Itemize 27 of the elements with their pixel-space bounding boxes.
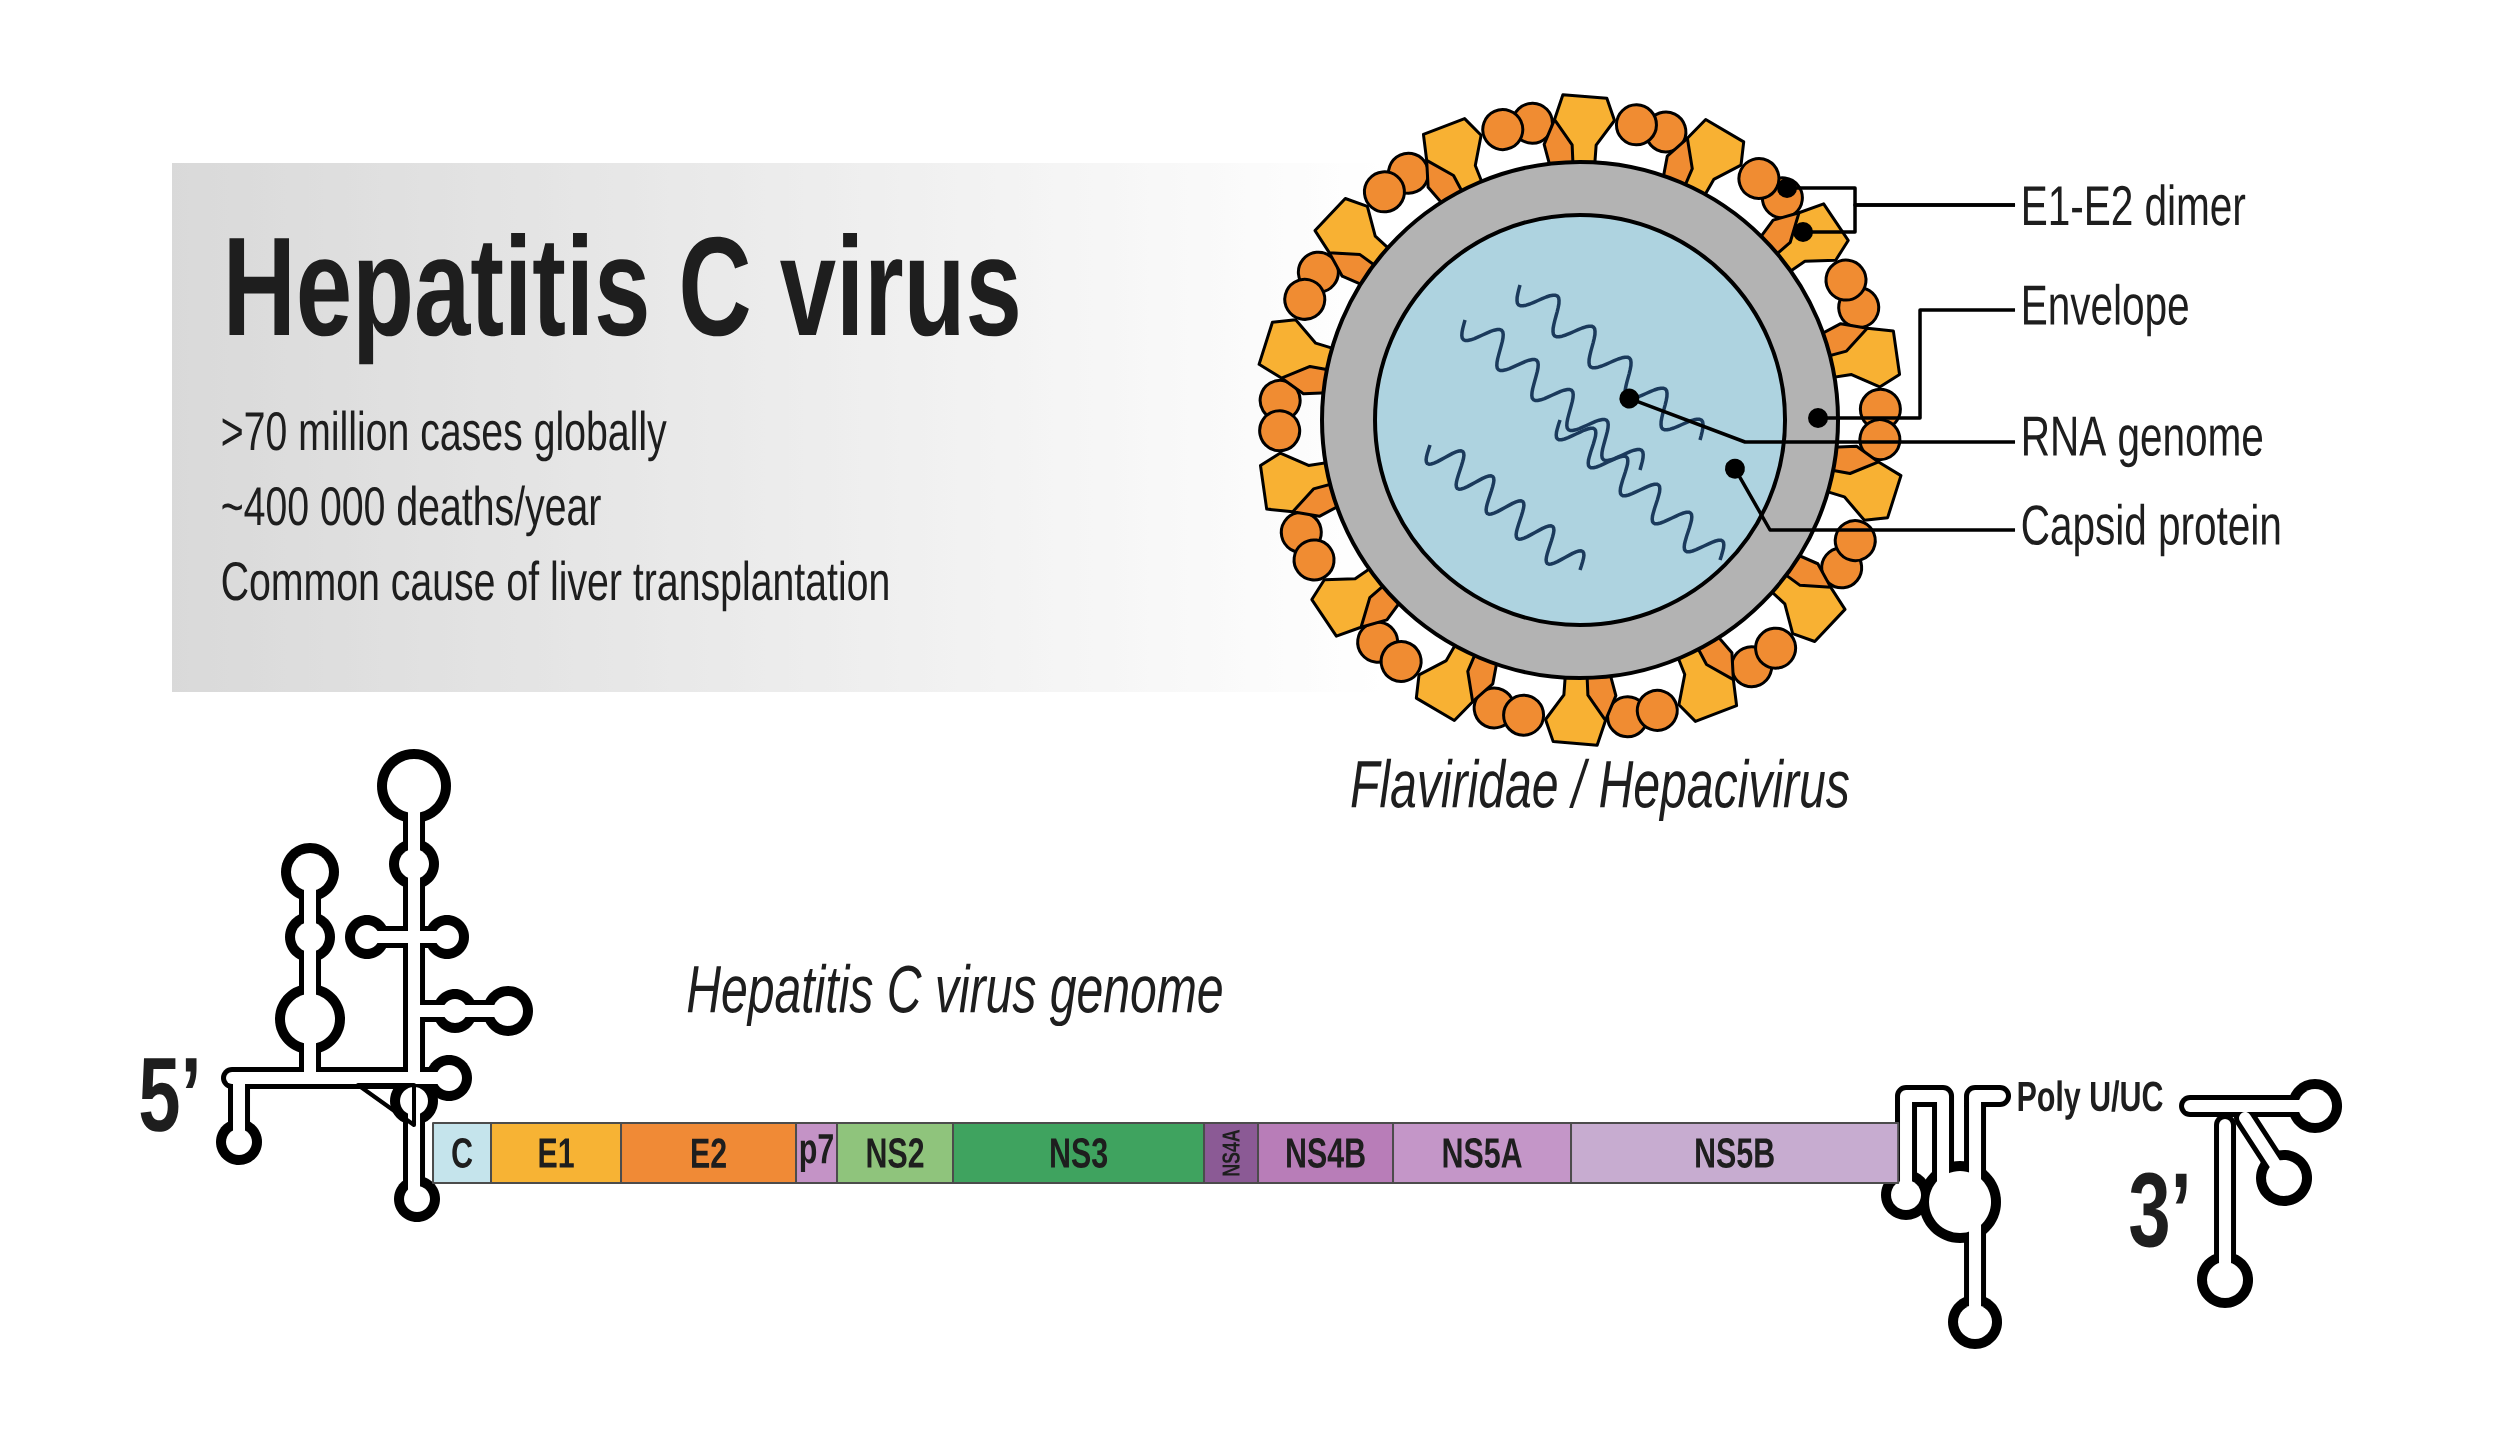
end-label: 3’ <box>2130 1172 2187 1248</box>
gene-segment: E2 <box>620 1121 798 1184</box>
gene-segment: NS5A <box>1392 1121 1573 1184</box>
leader-line <box>1619 388 2016 444</box>
gene-segment: NS4A <box>1203 1121 1260 1184</box>
gene-segment: NS3 <box>952 1121 1206 1184</box>
gene-segment: E1 <box>490 1121 623 1184</box>
leader-line <box>1808 308 2016 428</box>
genome-label: Hepatitis C virus genome <box>687 963 1222 1027</box>
callout-label: Capsid protein <box>2022 503 2280 557</box>
fact-text: ~400 000 deaths/year <box>222 485 601 537</box>
sequence-label: Poly U/UC <box>2018 1080 2163 1120</box>
leader-line <box>1793 203 2016 242</box>
callout-label: Envelope <box>2024 283 2188 337</box>
fact-text: >70 million cases globally <box>222 410 667 462</box>
gene-segment: p7 <box>795 1121 839 1184</box>
gene-segment: NS2 <box>836 1121 955 1184</box>
leader-line <box>1725 458 2016 532</box>
gene-segment: NS4B <box>1257 1121 1395 1184</box>
family-label: Flaviridae / Hepacivirus <box>1351 758 1849 822</box>
callout-label: RNA genome <box>2024 416 2263 468</box>
callout-label: E1-E2 dimer <box>2024 184 2246 226</box>
gene-segment: NS5B <box>1570 1121 1900 1184</box>
gene-segment: C <box>432 1121 493 1184</box>
end-label: 5’ <box>140 1058 197 1132</box>
title: Hepatitis C virus <box>229 233 1018 365</box>
fact-text: Common cause of liver transplantation <box>222 560 888 612</box>
